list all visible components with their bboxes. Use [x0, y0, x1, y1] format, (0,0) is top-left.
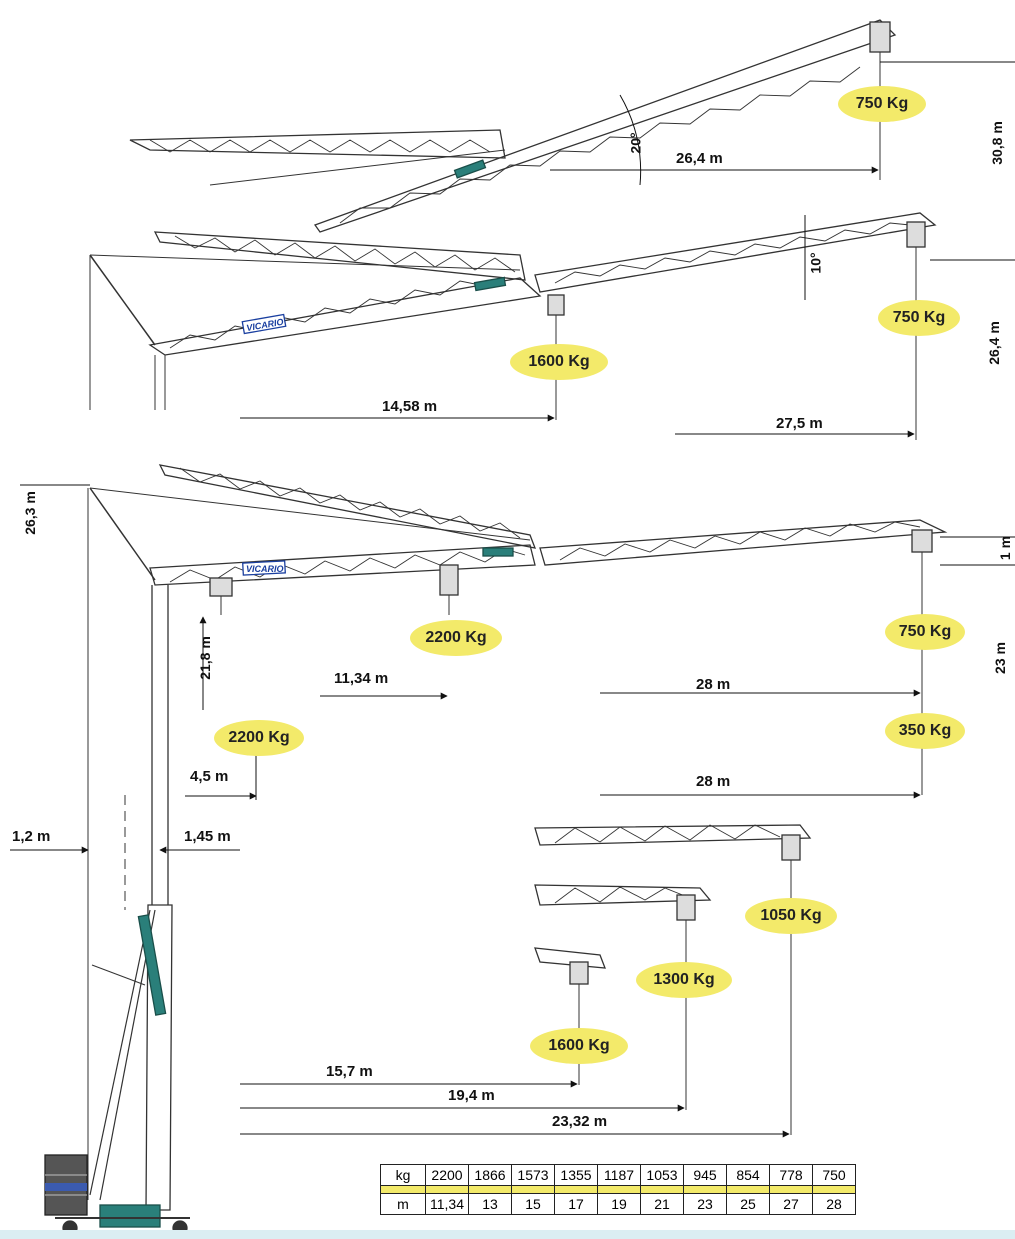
back-offset-label: 1,2 m: [12, 828, 51, 845]
raised-jib-10: [534, 212, 937, 293]
tower: [10, 488, 240, 1236]
short-jib-19m: [534, 884, 712, 906]
height-label-10: 26,4 m: [985, 321, 1002, 365]
load-badge-horizontal-min: 2200 Kg: [214, 720, 304, 756]
capacity-kg-cell: 778: [769, 1164, 813, 1186]
capacity-kg-cell: 750: [812, 1164, 856, 1186]
main-jib-horizontal: [149, 544, 536, 586]
short-jib-15m: [534, 947, 606, 969]
counter-jib-upper: [129, 129, 506, 159]
short-jibs: [240, 824, 812, 1138]
angle-label-10: 10°: [807, 252, 824, 274]
capacity-m-cell: 27: [769, 1193, 813, 1215]
load-badge-horizontal-tip: 750 Kg: [885, 614, 965, 650]
capacity-m-cell: 23: [683, 1193, 727, 1215]
radius-label-horizontal-tip: 28 m: [696, 676, 731, 693]
capacity-m-header: m: [380, 1193, 426, 1215]
capacity-m-cell: 19: [597, 1193, 641, 1215]
capacity-m-cell: 28: [812, 1193, 856, 1215]
capacity-kg-cell: 945: [683, 1164, 727, 1186]
load-badge-horizontal-mid: 2200 Kg: [410, 620, 502, 656]
capacity-kg-cell: 1573: [511, 1164, 555, 1186]
brand-logo-top: VICARIO: [246, 564, 284, 574]
capacity-kg-cell: 1053: [640, 1164, 684, 1186]
radius-label-short-15m: 15,7 m: [326, 1063, 373, 1080]
capacity-band: [380, 1185, 856, 1194]
load-badge-short-23m: 1050 Kg: [745, 898, 837, 934]
capacity-kg-cell: 2200: [425, 1164, 469, 1186]
capacity-kg-cell: 1866: [468, 1164, 512, 1186]
tip-drop-label: 1 m: [997, 535, 1014, 561]
radius-label-horizontal-tip2: 28 m: [696, 773, 731, 790]
capacity-m-cell: 11,34: [425, 1193, 469, 1215]
capacity-m-cell: 21: [640, 1193, 684, 1215]
load-badge-horizontal-tip2: 350 Kg: [885, 713, 965, 749]
radius-label-short-19m: 19,4 m: [448, 1087, 495, 1104]
load-badge-20-tip: 750 Kg: [838, 86, 926, 122]
load-badge-short-19m: 1300 Kg: [636, 962, 732, 998]
capacity-m-cell: 25: [726, 1193, 770, 1215]
capacity-m-cell: 17: [554, 1193, 598, 1215]
load-badge-short-15m: 1600 Kg: [530, 1028, 628, 1064]
capacity-kg-cell: 1187: [597, 1164, 641, 1186]
angle-label-20: 20°: [627, 132, 644, 154]
hook-height-label: 21,8 m: [196, 636, 213, 680]
capacity-row-m: m 11,34 13 15 17 19 21 23 25 27 28: [380, 1193, 856, 1215]
capacity-m-cell: 15: [511, 1193, 555, 1215]
config-raised-20: [129, 19, 1015, 233]
top-height-label: 26,3 m: [21, 491, 38, 535]
height-label-20: 30,8 m: [988, 121, 1005, 165]
load-badge-10-tip: 750 Kg: [878, 300, 960, 336]
capacity-m-cell: 13: [468, 1193, 512, 1215]
radius-label-20: 26,4 m: [676, 150, 723, 167]
raised-jib-20: [313, 19, 897, 233]
radius-label-10-mid: 14,58 m: [382, 398, 438, 415]
capacity-kg-header: kg: [380, 1164, 426, 1186]
radius-label-10-tip: 27,5 m: [776, 415, 823, 432]
main-jib-10: [148, 277, 542, 356]
radius-label-short-23m: 23,32 m: [552, 1113, 608, 1130]
tip-jib-horizontal: [539, 519, 948, 566]
tip-height-label: 23 m: [991, 642, 1008, 674]
short-jib-23m: [534, 824, 812, 846]
capacity-kg-cell: 854: [726, 1164, 770, 1186]
config-raised-10: VICARIO: [89, 212, 1015, 440]
counter-jib-top: [158, 464, 537, 549]
radius-label-horizontal-mid: 11,34 m: [334, 670, 389, 687]
bottom-strip: [0, 1230, 1015, 1239]
config-horizontal: VICARIO: [20, 464, 1015, 800]
capacity-row-kg: kg 2200 1866 1573 1355 1187 1053 945 854…: [380, 1164, 856, 1186]
capacity-kg-cell: 1355: [554, 1164, 598, 1186]
load-badge-10-mid: 1600 Kg: [510, 344, 608, 380]
counter-jib-mid: [153, 231, 526, 281]
radius-label-horizontal-min: 4,5 m: [190, 768, 229, 785]
front-offset-label: 1,45 m: [184, 828, 231, 845]
capacity-table: kg 2200 1866 1573 1355 1187 1053 945 854…: [380, 1164, 856, 1215]
